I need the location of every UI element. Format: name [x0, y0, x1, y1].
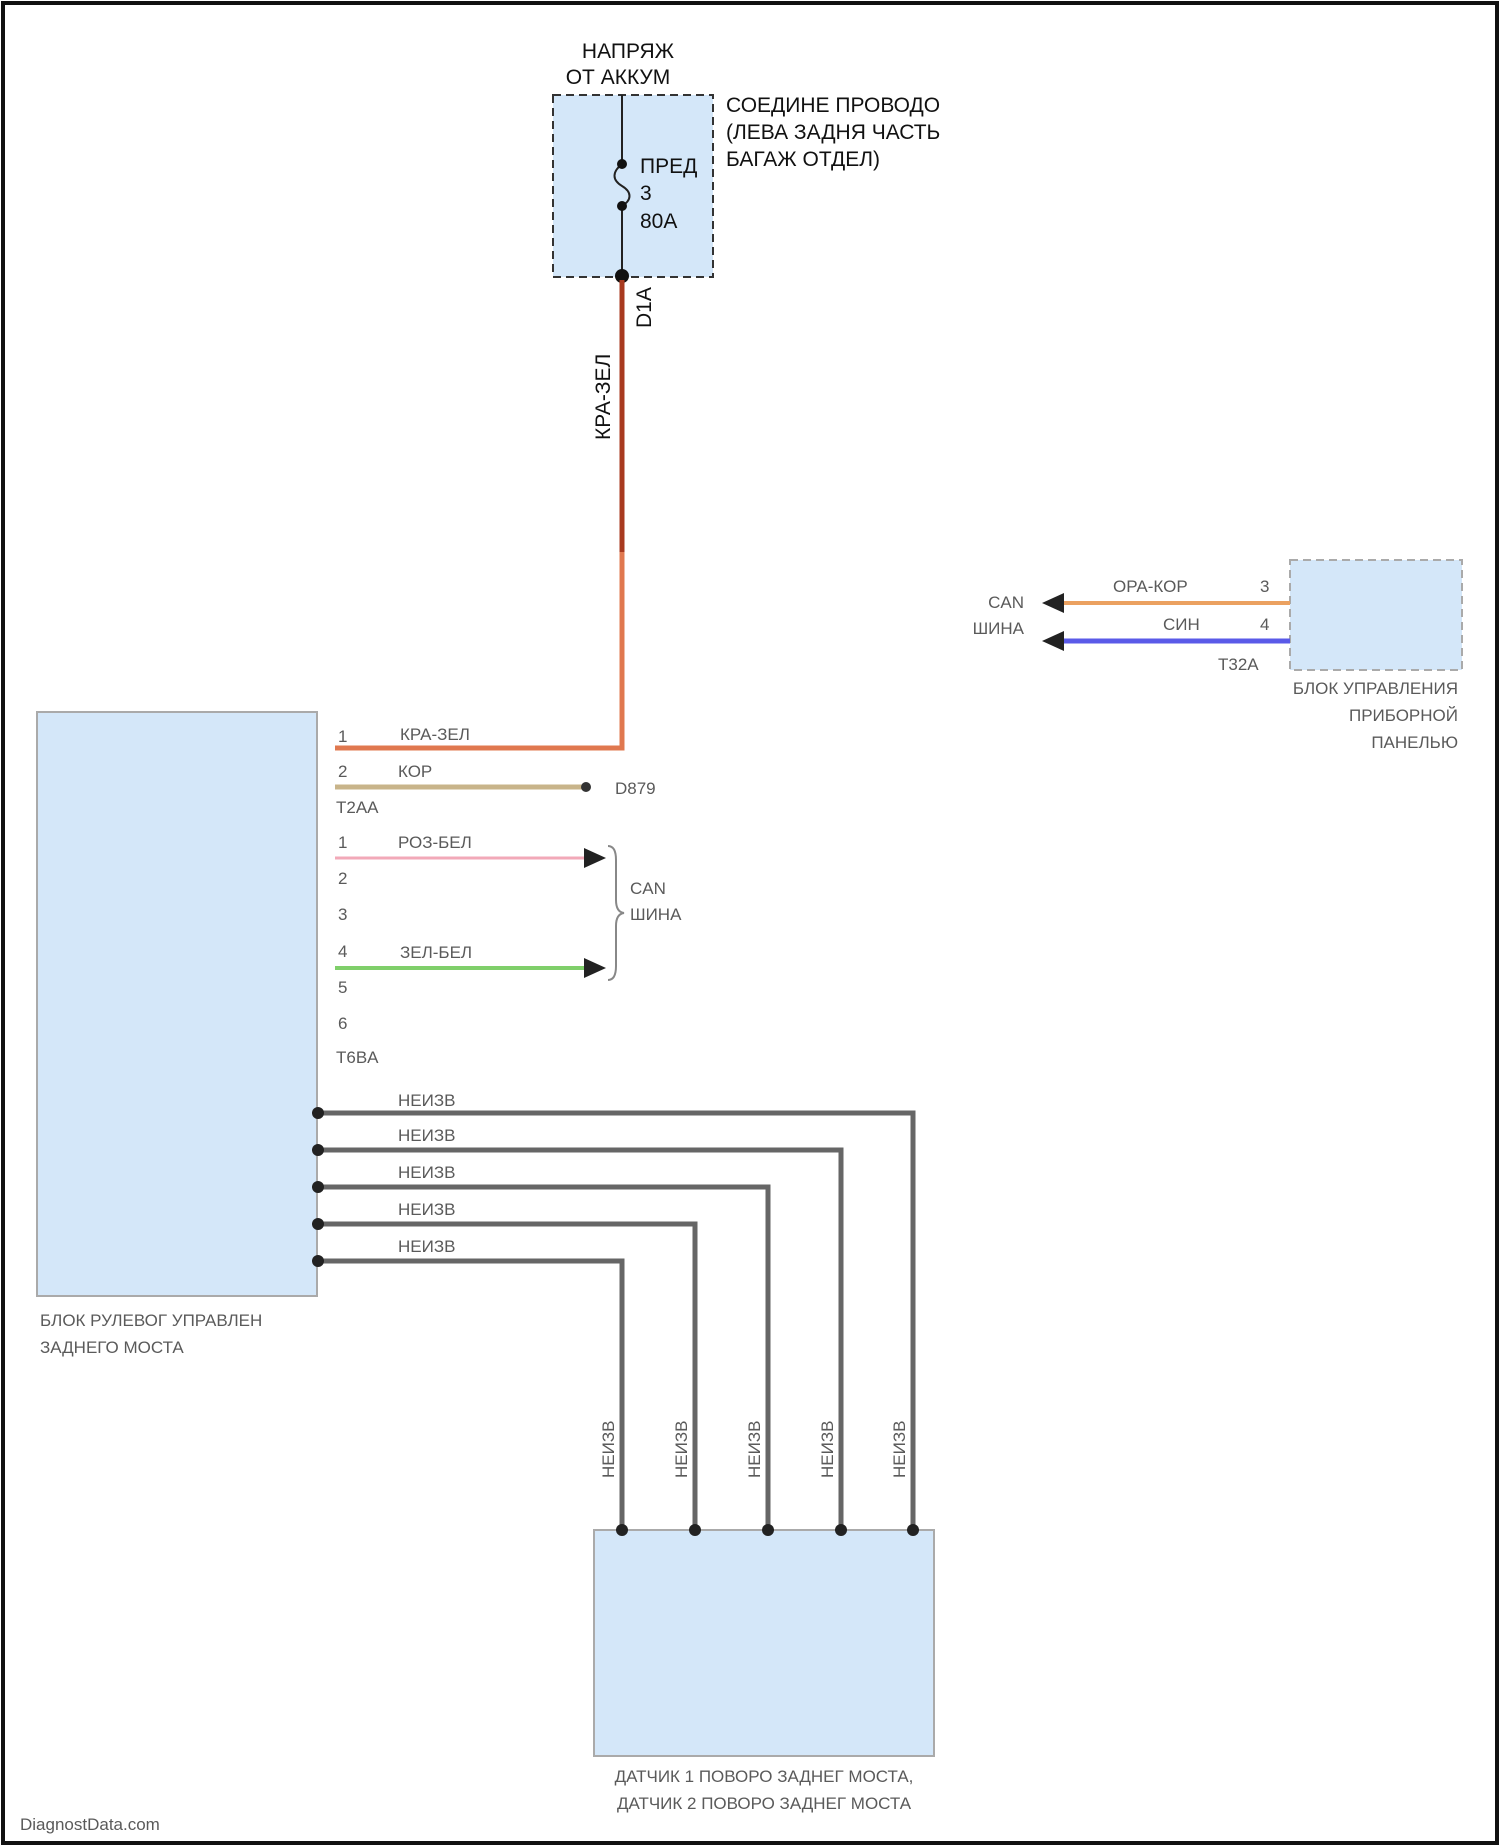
watermark: DiagnostData.com — [20, 1815, 160, 1834]
sensor-wire-5-node — [312, 1255, 324, 1267]
wiring-connector-line2: (ЛЕВА ЗАДНЯ ЧАСТЬ — [726, 121, 940, 144]
conn-a-wire2-end — [581, 782, 591, 792]
conn-a-wire1: КРА-ЗЕЛ — [400, 725, 470, 744]
rear-steering-module — [37, 712, 317, 1296]
conn-a-wire2-dest: D879 — [615, 779, 656, 798]
conn-a-pin2: 2 — [338, 762, 347, 781]
angle-sensor-module — [594, 1530, 934, 1756]
rear-steering-module-label-2: ЗАДНЕГО МОСТА — [40, 1338, 184, 1357]
conn-a-pin1: 1 — [338, 727, 347, 746]
angle-sensor-wire-1-label: НЕИЗВ — [599, 1421, 618, 1478]
rear-steering-module-label-1: БЛОК РУЛЕВОГ УПРАВЛЕН — [40, 1311, 262, 1330]
wiring-connector-line1: СОЕДИНЕ ПРОВОДО — [726, 94, 940, 117]
ipm-can-label-1: CAN — [988, 593, 1024, 612]
sensor-wire-4-node — [312, 1218, 324, 1230]
conn-b-pin5: 5 — [338, 978, 347, 997]
angle-sensor-label-2: ДАТЧИК 2 ПОВОРО ЗАДНЕГ МОСТА — [617, 1794, 912, 1813]
conn-b-pin4: 4 — [338, 942, 347, 961]
sensor-wire-3-node — [312, 1181, 324, 1193]
sensor-wire-1-node — [312, 1107, 324, 1119]
ipm-connector-name: T32A — [1218, 655, 1259, 674]
ipm-can-label-2: ШИНА — [973, 619, 1025, 638]
ipm-pin4: 4 — [1260, 615, 1269, 634]
ipm-pin3: 3 — [1260, 577, 1269, 596]
angle-sensor-wire-3-label: НЕИЗВ — [745, 1421, 764, 1478]
angle-sensor-label-1: ДАТЧИК 1 ПОВОРО ЗАДНЕГ МОСТА, — [615, 1767, 914, 1786]
can-wire-green-label: ЗЕЛ-БЕЛ — [400, 943, 472, 962]
battery-supply-line2: ОТ АККУМ — [566, 66, 671, 89]
fuse-terminal-top — [617, 159, 627, 169]
sensor-wire-2-label: НЕИЗВ — [398, 1126, 455, 1145]
fuse-number: 3 — [640, 182, 652, 205]
ipm-label-1: БЛОК УПРАВЛЕНИЯ — [1293, 679, 1458, 698]
angle-sensor-wire-2-label: НЕИЗВ — [672, 1421, 691, 1478]
conn-b-pin2: 2 — [338, 869, 347, 888]
can-bus-label-2: ШИНА — [630, 905, 682, 924]
main-wire-color-label: КРА-ЗЕЛ — [592, 354, 615, 440]
wiring-connector-line3: БАГАЖ ОТДЕЛ) — [726, 148, 880, 171]
angle-sensor-pin-1 — [616, 1524, 628, 1536]
conn-a-name: T2AA — [336, 798, 379, 817]
wiring-connector-box — [553, 95, 713, 277]
conn-b-pin6: 6 — [338, 1014, 347, 1033]
conn-b-pin1: 1 — [338, 833, 347, 852]
can-bus-label-1: CAN — [630, 879, 666, 898]
conn-b-name: T6BA — [336, 1048, 379, 1067]
splice-d1a-label: D1A — [633, 287, 656, 328]
ipm-label-2: ПРИБОРНОЙ — [1349, 706, 1458, 725]
conn-b-pin3: 3 — [338, 905, 347, 924]
instrument-panel-module — [1290, 560, 1462, 670]
can-wire-pink-label: РОЗ-БЕЛ — [398, 833, 472, 852]
sensor-wire-3-label: НЕИЗВ — [398, 1163, 455, 1182]
angle-sensor-pin-3 — [762, 1524, 774, 1536]
fuse-label: ПРЕД — [640, 155, 697, 178]
angle-sensor-pin-5 — [907, 1524, 919, 1536]
sensor-wire-1-label: НЕИЗВ — [398, 1091, 455, 1110]
sensor-wire-5-label: НЕИЗВ — [398, 1237, 455, 1256]
battery-supply-line1: НАПРЯЖ — [582, 40, 675, 63]
ipm-label-3: ПАНЕЛЬЮ — [1371, 733, 1458, 752]
fuse-terminal-bottom — [617, 201, 627, 211]
ipm-wire-blue-label: СИН — [1163, 615, 1200, 634]
ipm-wire-orange-label: ОРА-КОР — [1113, 577, 1188, 596]
fuse-rating: 80A — [640, 210, 677, 233]
sensor-wire-2-node — [312, 1144, 324, 1156]
angle-sensor-wire-5-label: НЕИЗВ — [890, 1421, 909, 1478]
angle-sensor-wire-4-label: НЕИЗВ — [818, 1421, 837, 1478]
sensor-wire-4-label: НЕИЗВ — [398, 1200, 455, 1219]
conn-a-wire2-label: КОР — [398, 762, 432, 781]
angle-sensor-pin-2 — [689, 1524, 701, 1536]
angle-sensor-pin-4 — [835, 1524, 847, 1536]
